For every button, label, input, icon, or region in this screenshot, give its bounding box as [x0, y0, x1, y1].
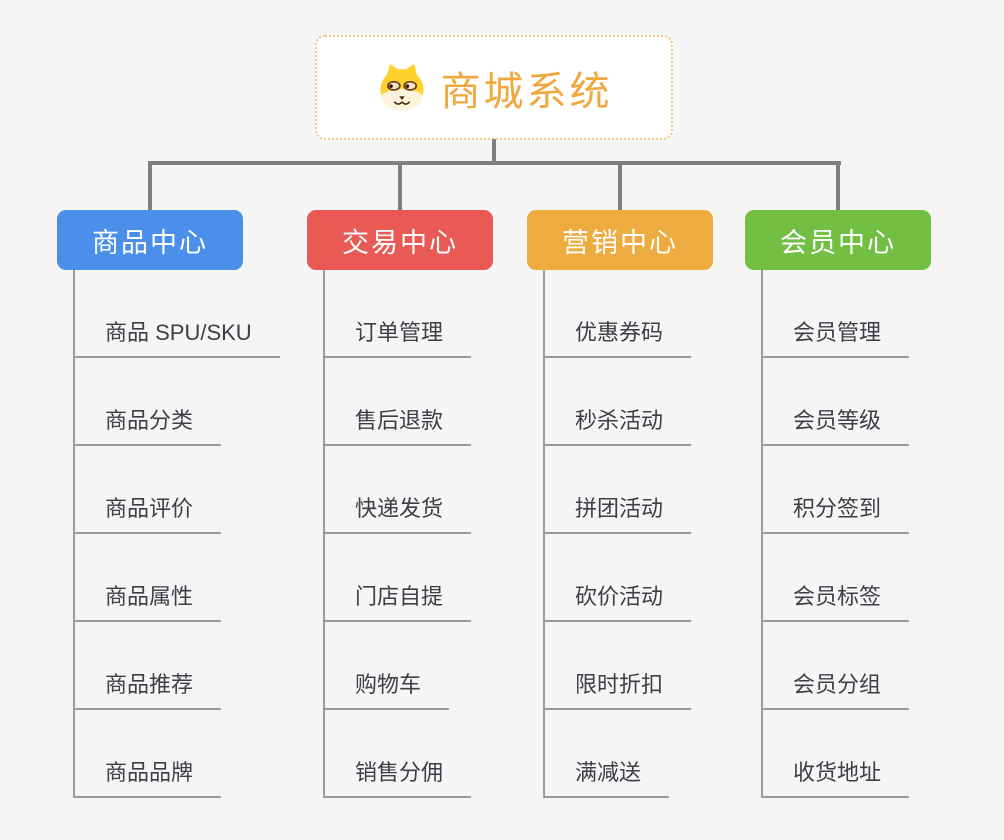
root-title: 商城系统 [440, 69, 613, 114]
branch-node-2[interactable]: 交易中心 [307, 210, 493, 270]
leaf-node[interactable]: 商品推荐 [73, 622, 222, 710]
leaf-node[interactable]: 商品评价 [73, 446, 222, 534]
branch-node-4[interactable]: 会员中心 [745, 210, 931, 270]
branch-3: 营销中心 优惠券码秒杀活动拼团活动砍价活动限时折扣满减送 [527, 210, 713, 798]
branch-children: 优惠券码秒杀活动拼团活动砍价活动限时折扣满减送 [543, 270, 713, 798]
leaf-node[interactable]: 会员分组 [761, 622, 910, 710]
leaf-node[interactable]: 优惠券码 [543, 270, 692, 358]
branch-2: 交易中心 订单管理售后退款快递发货门店自提购物车销售分佣 [307, 210, 493, 798]
leaf-node[interactable]: 拼团活动 [543, 446, 692, 534]
leaf-node[interactable]: 秒杀活动 [543, 358, 692, 446]
leaf-node[interactable]: 商品品牌 [73, 710, 222, 798]
leaf-node[interactable]: 商品分类 [73, 358, 222, 446]
leaf-node[interactable]: 会员标签 [761, 534, 910, 622]
branch-node-3[interactable]: 营销中心 [527, 210, 713, 270]
leaf-node[interactable]: 限时折扣 [543, 622, 692, 710]
leaf-node[interactable]: 砍价活动 [543, 534, 692, 622]
leaf-node[interactable]: 售后退款 [323, 358, 472, 446]
root-node[interactable]: 商城系统 [315, 35, 673, 140]
leaf-node[interactable]: 销售分佣 [323, 710, 472, 798]
connector-drop [398, 161, 402, 210]
connector-drop [148, 161, 152, 210]
leaf-node[interactable]: 积分签到 [761, 446, 910, 534]
leaf-node[interactable]: 门店自提 [323, 534, 472, 622]
leaf-node[interactable]: 收货地址 [761, 710, 910, 798]
branch-node-1[interactable]: 商品中心 [57, 210, 243, 270]
branch-4: 会员中心 会员管理会员等级积分签到会员标签会员分组收货地址 [745, 210, 931, 798]
branch-children: 会员管理会员等级积分签到会员标签会员分组收货地址 [761, 270, 931, 798]
leaf-node[interactable]: 会员等级 [761, 358, 910, 446]
connector-root-stub [492, 139, 496, 165]
leaf-node[interactable]: 满减送 [543, 710, 670, 798]
shiba-dog-icon [379, 63, 424, 110]
leaf-node[interactable]: 订单管理 [323, 270, 472, 358]
connector-drop [836, 161, 840, 210]
branch-children: 订单管理售后退款快递发货门店自提购物车销售分佣 [323, 270, 493, 798]
leaf-node[interactable]: 商品属性 [73, 534, 222, 622]
leaf-node[interactable]: 会员管理 [761, 270, 910, 358]
connector-bus [148, 161, 841, 165]
leaf-node[interactable]: 商品 SPU/SKU [73, 270, 280, 358]
leaf-node[interactable]: 购物车 [323, 622, 450, 710]
connector-drop [618, 161, 622, 210]
leaf-node[interactable]: 快递发货 [323, 446, 472, 534]
